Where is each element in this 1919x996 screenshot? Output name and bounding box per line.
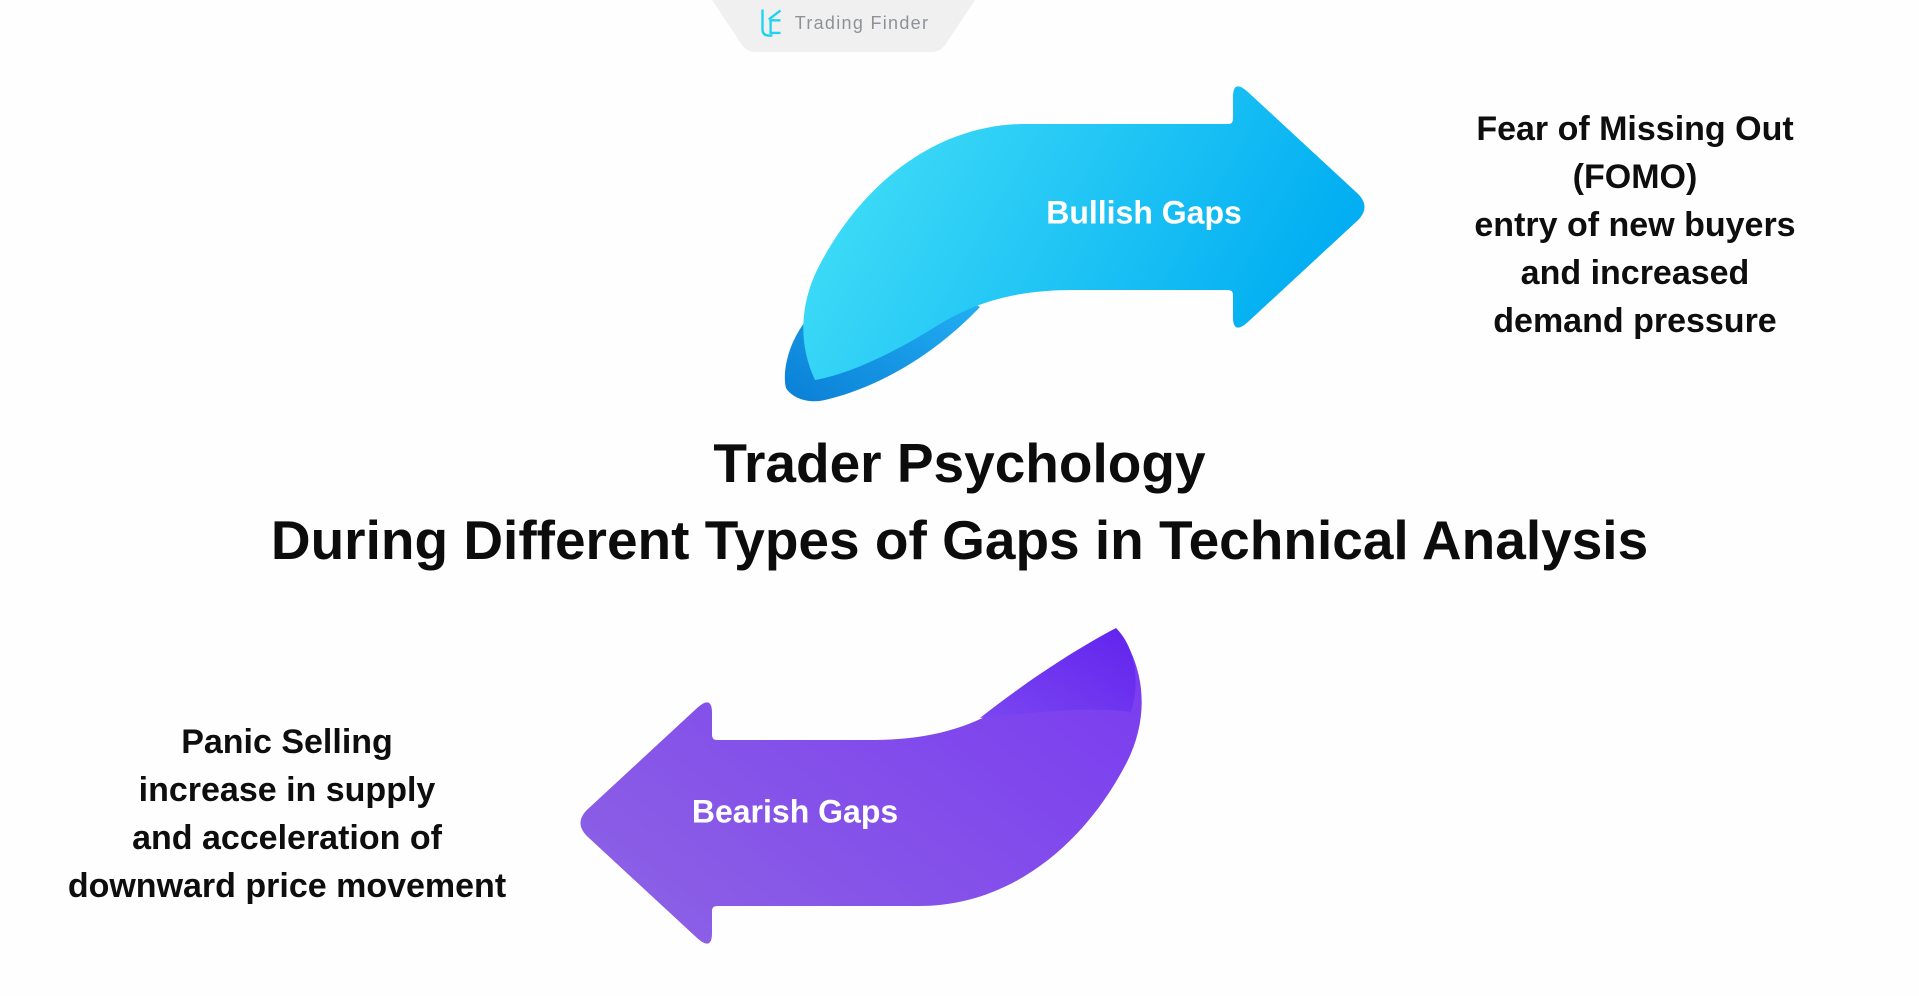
- bearish-arrow-ribbon: [580, 628, 1142, 944]
- trading-finder-icon: [761, 9, 781, 37]
- description-line: (FOMO): [1572, 158, 1698, 196]
- bearish-arrow-fold: [980, 628, 1136, 718]
- description-line: and acceleration of: [132, 819, 442, 857]
- description-line: entry of new buyers: [1474, 206, 1796, 244]
- bearish-psychology-text: Panic Selling increase in supply and acc…: [37, 718, 537, 910]
- trading-finder-logo: Trading Finder: [712, 0, 975, 52]
- bullish-arrow-body: [803, 86, 1365, 380]
- description-line: Panic Selling: [181, 723, 393, 761]
- bullish-psychology-text: Fear of Missing Out (FOMO) entry of new …: [1400, 105, 1870, 345]
- bearish-gaps-label: Bearish Gaps: [691, 793, 899, 830]
- description-line: and increased: [1520, 254, 1750, 292]
- brand-name: Trading Finder: [794, 12, 930, 33]
- bullish-gaps-label: Bullish Gaps: [1046, 194, 1242, 231]
- description-line: demand pressure: [1493, 302, 1777, 340]
- title-line-1: Trader Psychology: [713, 432, 1206, 494]
- description-line: increase in supply: [138, 771, 436, 809]
- description-line: downward price movement: [67, 867, 507, 905]
- infographic-title: Trader Psychology During Different Types…: [0, 425, 1919, 579]
- bearish-arrow-body: [580, 650, 1142, 944]
- description-line: Fear of Missing Out: [1476, 110, 1794, 148]
- title-line-2: During Different Types of Gaps in Techni…: [270, 509, 1649, 571]
- bullish-arrow-ribbon: [784, 86, 1365, 402]
